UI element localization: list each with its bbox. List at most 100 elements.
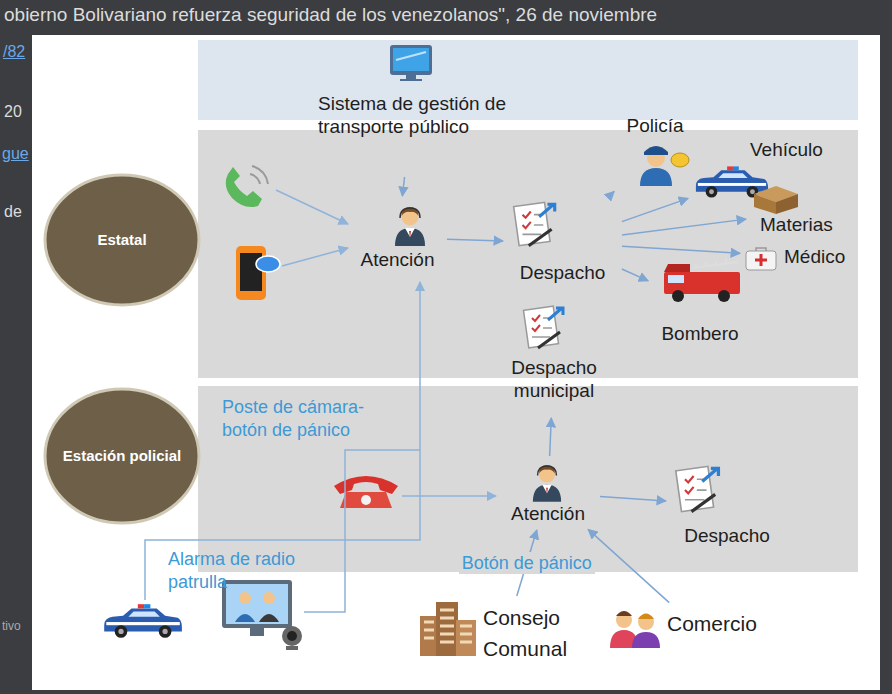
component-node: Materias (748, 186, 856, 238)
camera-monitor-icon (235, 614, 255, 622)
circle-outline (45, 389, 199, 523)
camera-monitor-icon (287, 631, 297, 641)
node-label: Materias (760, 213, 852, 236)
firetruck-icon (664, 259, 740, 302)
component-node: Consejo Comunal (415, 598, 595, 672)
firetruck-icon (672, 290, 684, 302)
camera-monitor-icon (250, 628, 264, 636)
firetruck-icon (668, 275, 684, 283)
connector-arrow (402, 177, 404, 196)
community-council-icon (420, 602, 476, 656)
band (198, 130, 858, 378)
category-label: Estatal (62, 230, 182, 250)
camera-monitor-icon (259, 614, 279, 622)
commerce-icon (632, 632, 660, 648)
connector-arrow (622, 219, 746, 235)
connector-arrow (600, 496, 666, 500)
medical-icon (746, 251, 776, 270)
category-circle: Estatal (42, 172, 202, 308)
panel (32, 35, 880, 690)
commerce-icon (638, 614, 654, 620)
node-label: Policía (617, 114, 693, 137)
node-label: Bombero (652, 322, 748, 345)
monitor-icon (400, 79, 422, 81)
node-label: Atención (352, 248, 443, 271)
phone-icon (334, 476, 398, 508)
component-node: Médico (742, 242, 858, 272)
monitor-icon (390, 45, 432, 81)
camera-monitor-icon (282, 626, 302, 646)
component-node: Despacho (505, 195, 620, 290)
materials-icon (776, 194, 798, 214)
camera-monitor-icon (286, 646, 298, 650)
node-label: Médico (784, 245, 856, 268)
phone-icon (334, 476, 398, 494)
medical-icon (755, 254, 767, 266)
signal-line (282, 248, 348, 266)
component-node: Despacho municipal (498, 298, 610, 416)
commerce-icon (616, 611, 632, 616)
signal-line (304, 450, 420, 612)
category-circle: Estación policial (42, 386, 202, 526)
background-text: gue (2, 142, 32, 165)
connector-arrow (447, 239, 503, 241)
operator-icon (395, 207, 425, 246)
background-text: /82 (3, 40, 32, 63)
component-node: Despacho (668, 458, 786, 552)
node-label: Comercio (667, 610, 782, 638)
node-label: Despacho municipal (500, 356, 608, 402)
medical-icon (746, 248, 776, 270)
component-node: Bombero (650, 258, 750, 350)
signal-label: Alarma de radio patrulla (168, 548, 333, 594)
component-node: Atención (498, 458, 598, 528)
commerce-icon (638, 614, 654, 630)
mobile-icon (256, 256, 280, 272)
materials-icon (754, 186, 798, 214)
phone-icon (361, 495, 371, 505)
firetruck-icon (664, 264, 690, 272)
firetruck-icon (692, 259, 738, 268)
node-label: Atención (500, 502, 596, 525)
camera-monitor-icon (222, 580, 302, 650)
police-icon (640, 146, 689, 186)
connector-arrow (622, 246, 740, 253)
background-text: de (4, 200, 32, 223)
signal-line (276, 190, 348, 224)
monitor-icon (390, 45, 432, 75)
community-council-icon (424, 610, 472, 642)
monitor-icon (406, 75, 416, 79)
component-node: Atención (350, 198, 445, 278)
edge-label: Botón de pánico (459, 552, 595, 574)
node-label: Despacho (507, 261, 618, 284)
node-label: Despacho (670, 524, 784, 547)
band (198, 40, 858, 120)
background-text: 20 (4, 100, 32, 123)
dispatch-icon (524, 306, 563, 348)
component-node: Comercio (605, 604, 785, 648)
background-text: obierno Bolivariano refuerza seguridad d… (4, 3, 864, 26)
node-label: Consejo Comunal (483, 602, 578, 664)
connector-arrow (612, 191, 614, 193)
node-label: Vehículo (750, 138, 840, 161)
police-icon (644, 146, 668, 155)
police-icon (640, 168, 672, 186)
mobile-icon (236, 246, 280, 300)
commerce-icon (616, 612, 632, 628)
police-icon (671, 153, 689, 167)
firetruck-icon (718, 290, 730, 302)
connector-arrow (588, 529, 669, 602)
monitor-icon (393, 48, 429, 71)
connector-arrow (550, 418, 552, 456)
camera-monitor-icon (239, 592, 251, 604)
signal-label: Poste de cámara-botón de pánico (222, 396, 400, 442)
patrol-car-icon (104, 604, 182, 638)
background-text: tivo (2, 615, 32, 638)
connector-arrow (622, 269, 648, 281)
component-node: Sistema de gestión de transporte público (315, 42, 510, 175)
component-node: Policía (615, 112, 695, 190)
operator-icon (533, 465, 561, 502)
band (198, 386, 858, 572)
phone-icon (250, 166, 268, 184)
commerce-icon (610, 611, 660, 648)
